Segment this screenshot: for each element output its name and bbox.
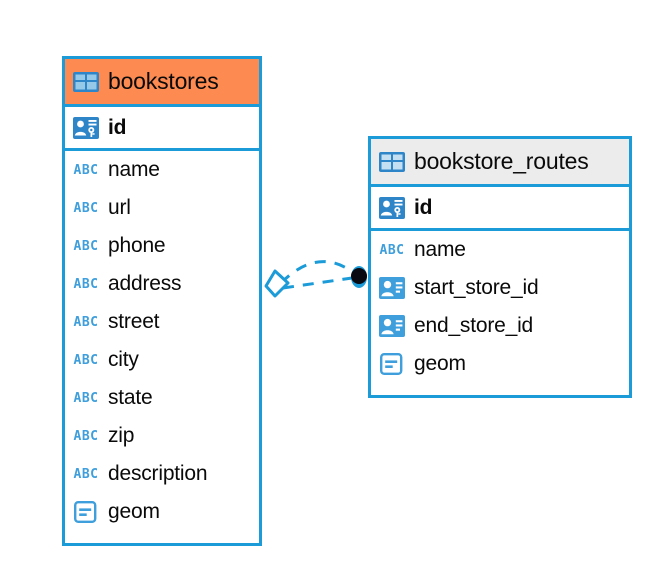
field-label: phone <box>108 234 166 257</box>
primary-key-icon <box>379 196 405 219</box>
field-label: name <box>108 158 160 181</box>
field-row-id[interactable]: id <box>65 107 259 151</box>
field-row-phone[interactable]: ABC phone <box>65 227 259 265</box>
relationship-target-ring <box>351 266 367 288</box>
text-abc-icon: ABC <box>73 314 99 330</box>
geometry-icon <box>379 353 405 375</box>
field-row-address[interactable]: ABC address <box>65 265 259 303</box>
relationship-target-dot <box>351 268 367 284</box>
entity-bookstore-routes[interactable]: bookstore_routes <box>368 136 632 398</box>
field-label: street <box>108 310 160 333</box>
field-label: city <box>108 348 139 371</box>
field-row-id[interactable]: id <box>371 187 629 231</box>
field-row-description[interactable]: ABC description <box>65 455 259 493</box>
text-abc-icon: ABC <box>73 390 99 406</box>
field-row-end-store-id[interactable]: end_store_id <box>371 307 629 345</box>
entity-bookstores[interactable]: bookstores id <box>62 56 262 546</box>
text-abc-icon: ABC <box>379 242 405 258</box>
field-label: id <box>414 195 433 219</box>
entity-header-bookstore-routes[interactable]: bookstore_routes <box>371 139 629 187</box>
field-list-bookstore-routes: id ABC name start_store_id <box>371 187 629 383</box>
relationship-branch-lower <box>282 276 353 290</box>
table-icon <box>73 71 99 92</box>
field-row-url[interactable]: ABC url <box>65 189 259 227</box>
field-row-state[interactable]: ABC state <box>65 379 259 417</box>
text-abc-icon: ABC <box>73 276 99 292</box>
text-abc-icon: ABC <box>73 162 99 178</box>
entity-header-bookstores[interactable]: bookstores <box>65 59 259 107</box>
table-icon <box>379 151 405 172</box>
text-abc-icon: ABC <box>73 238 99 254</box>
text-abc-icon: ABC <box>73 466 99 482</box>
field-row-name[interactable]: ABC name <box>371 231 629 269</box>
field-row-street[interactable]: ABC street <box>65 303 259 341</box>
text-abc-icon: ABC <box>73 200 99 216</box>
foreign-key-icon <box>379 315 405 337</box>
text-abc-icon: ABC <box>73 428 99 444</box>
field-label: description <box>108 462 208 485</box>
relationship-branch-upper <box>279 260 355 285</box>
relationship-source-diamond <box>264 269 290 298</box>
field-row-city[interactable]: ABC city <box>65 341 259 379</box>
field-label: url <box>108 196 131 219</box>
field-label: start_store_id <box>414 276 539 299</box>
field-row-geom[interactable]: geom <box>65 493 259 531</box>
field-list-bookstores: id ABC name ABC url ABC phone ABC addres… <box>65 107 259 531</box>
field-row-name[interactable]: ABC name <box>65 151 259 189</box>
field-label: address <box>108 272 182 295</box>
entity-title: bookstores <box>108 68 219 94</box>
text-abc-icon: ABC <box>73 352 99 368</box>
field-row-zip[interactable]: ABC zip <box>65 417 259 455</box>
field-label: zip <box>108 424 135 447</box>
field-label: state <box>108 386 153 409</box>
field-row-geom[interactable]: geom <box>371 345 629 383</box>
field-label: geom <box>414 352 466 375</box>
foreign-key-icon <box>379 277 405 299</box>
field-label: id <box>108 115 127 139</box>
geometry-icon <box>73 501 99 523</box>
field-label: end_store_id <box>414 314 534 337</box>
field-row-start-store-id[interactable]: start_store_id <box>371 269 629 307</box>
entity-title: bookstore_routes <box>414 148 589 174</box>
primary-key-icon <box>73 116 99 139</box>
field-label: name <box>414 238 466 261</box>
field-label: geom <box>108 500 160 523</box>
